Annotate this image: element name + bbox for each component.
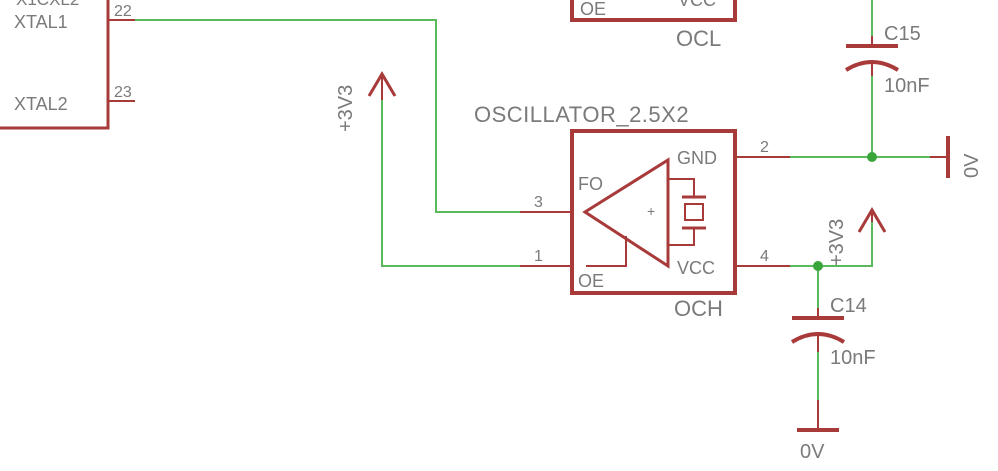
c14-name: C14 [830, 295, 867, 317]
crystal-lead-top [668, 178, 695, 197]
och-oscillator[interactable]: OSCILLATOR_2.5X2 + FO OE GND VCC 3 1 2 4… [474, 102, 790, 321]
crystal-plus-sign: + [647, 203, 655, 219]
ocl-name: OCL [676, 26, 721, 51]
c15-name: C15 [884, 23, 921, 45]
och-pin-vcc-number: 4 [760, 248, 769, 265]
supply-right-label: +3V3 [826, 219, 848, 266]
c15-value: 10nF [884, 75, 930, 97]
ocl-body [570, 0, 737, 22]
och-pin-fo-number: 3 [534, 194, 543, 211]
capacitor-c15[interactable]: C15 10nF [844, 23, 930, 97]
ocl-pin-vcc-partial: VCC [678, 0, 716, 10]
och-pin-vcc-label: VCC [677, 258, 715, 278]
och-pin-oe-label: OE [578, 271, 604, 291]
junction-vcc [813, 261, 823, 271]
oe-inner-line [586, 236, 627, 267]
supply-left-label: +3V3 [335, 85, 357, 132]
och-value-label: OSCILLATOR_2.5X2 [474, 102, 689, 127]
pin-xtal1-label: XTAL1 [14, 12, 68, 32]
ocl-oscillator[interactable]: OE VCC OCL [570, 0, 737, 51]
c14-value: 10nF [830, 347, 876, 369]
och-name: OCH [674, 296, 723, 321]
supply-left-arrow-icon [367, 71, 397, 97]
wire-3v3-to-oe[interactable] [381, 100, 520, 267]
ground-bottom[interactable]: 0V [797, 400, 839, 463]
pin-xtal2-label: XTAL2 [14, 94, 68, 114]
junction-gnd [867, 152, 877, 162]
ground-right-label: 0V [961, 153, 983, 178]
pin-xtal1-number: 22 [114, 3, 132, 20]
left-ic-partial-label: X1CXL2 [16, 0, 79, 9]
ground-right[interactable]: 0V [930, 136, 983, 178]
och-pin-gnd-label: GND [677, 148, 717, 168]
left-ic-body [0, 0, 110, 130]
ocl-pin-oe-label: OE [580, 0, 606, 19]
supply-right[interactable]: +3V3 [826, 207, 887, 266]
crystal-element [684, 203, 704, 221]
wire-xtal1-to-fo[interactable] [110, 19, 520, 213]
capacitor-c14[interactable]: C14 10nF [790, 295, 876, 369]
supply-right-arrow-icon [857, 207, 887, 233]
ground-bottom-label: 0V [800, 441, 825, 463]
och-pin-fo-label: FO [578, 174, 603, 194]
pin-xtal2-number: 23 [114, 84, 132, 101]
crystal-lead-bottom [668, 228, 695, 246]
left-ic[interactable]: X1CXL2 XTAL1 22 XTAL2 23 [0, 0, 135, 130]
supply-left[interactable]: +3V3 [335, 71, 397, 132]
och-pin-oe-number: 1 [534, 248, 543, 265]
och-pin-gnd-number: 2 [760, 139, 769, 156]
